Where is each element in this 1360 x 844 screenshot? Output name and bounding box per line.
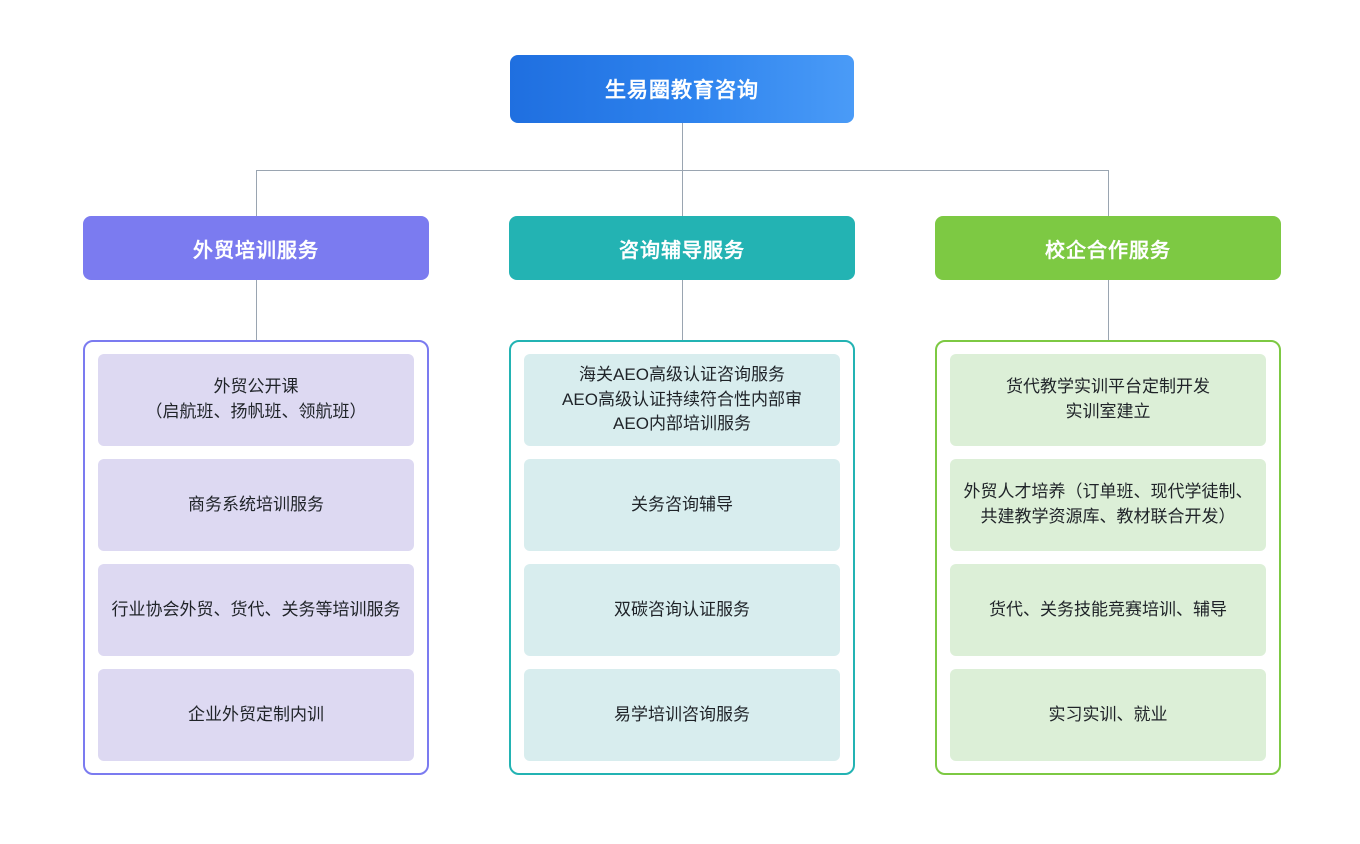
leaf-item[interactable]: 行业协会外贸、货代、关务等培训服务 [98, 564, 414, 656]
leaf-item[interactable]: 海关AEO高级认证咨询服务 AEO高级认证持续符合性内部审 AEO内部培训服务 [524, 354, 840, 446]
connector-header-body-2 [682, 280, 683, 340]
branch-body-waimao-peixun: 外贸公开课 （启航班、扬帆班、领航班） 商务系统培训服务 行业协会外贸、货代、关… [83, 340, 429, 775]
branch-header-zixun-fudao[interactable]: 咨询辅导服务 [509, 216, 855, 280]
branch-column-xiaoqi-hezuo: 校企合作服务 货代教学实训平台定制开发 实训室建立 外贸人才培养（订单班、现代学… [935, 216, 1281, 775]
branch-header-waimao-peixun[interactable]: 外贸培训服务 [83, 216, 429, 280]
connector-drop-branch-2 [682, 170, 683, 216]
leaf-item[interactable]: 外贸公开课 （启航班、扬帆班、领航班） [98, 354, 414, 446]
leaf-item[interactable]: 双碳咨询认证服务 [524, 564, 840, 656]
branch-header-xiaoqi-hezuo[interactable]: 校企合作服务 [935, 216, 1281, 280]
leaf-item[interactable]: 商务系统培训服务 [98, 459, 414, 551]
branch-body-zixun-fudao: 海关AEO高级认证咨询服务 AEO高级认证持续符合性内部审 AEO内部培训服务 … [509, 340, 855, 775]
leaf-item[interactable]: 企业外贸定制内训 [98, 669, 414, 761]
leaf-item[interactable]: 关务咨询辅导 [524, 459, 840, 551]
connector-root-stem [682, 123, 683, 171]
connector-drop-branch-3 [1108, 170, 1109, 216]
connector-header-body-1 [256, 280, 257, 340]
leaf-item[interactable]: 易学培训咨询服务 [524, 669, 840, 761]
leaf-item[interactable]: 实习实训、就业 [950, 669, 1266, 761]
connector-drop-branch-1 [256, 170, 257, 216]
leaf-item[interactable]: 外贸人才培养（订单班、现代学徒制、共建教学资源库、教材联合开发） [950, 459, 1266, 551]
leaf-item[interactable]: 货代教学实训平台定制开发 实训室建立 [950, 354, 1266, 446]
leaf-item[interactable]: 货代、关务技能竞赛培训、辅导 [950, 564, 1266, 656]
branch-body-xiaoqi-hezuo: 货代教学实训平台定制开发 实训室建立 外贸人才培养（订单班、现代学徒制、共建教学… [935, 340, 1281, 775]
root-node[interactable]: 生易圈教育咨询 [510, 55, 854, 123]
branch-column-zixun-fudao: 咨询辅导服务 海关AEO高级认证咨询服务 AEO高级认证持续符合性内部审 AEO… [509, 216, 855, 775]
connector-header-body-3 [1108, 280, 1109, 340]
branch-column-waimao-peixun: 外贸培训服务 外贸公开课 （启航班、扬帆班、领航班） 商务系统培训服务 行业协会… [83, 216, 429, 775]
